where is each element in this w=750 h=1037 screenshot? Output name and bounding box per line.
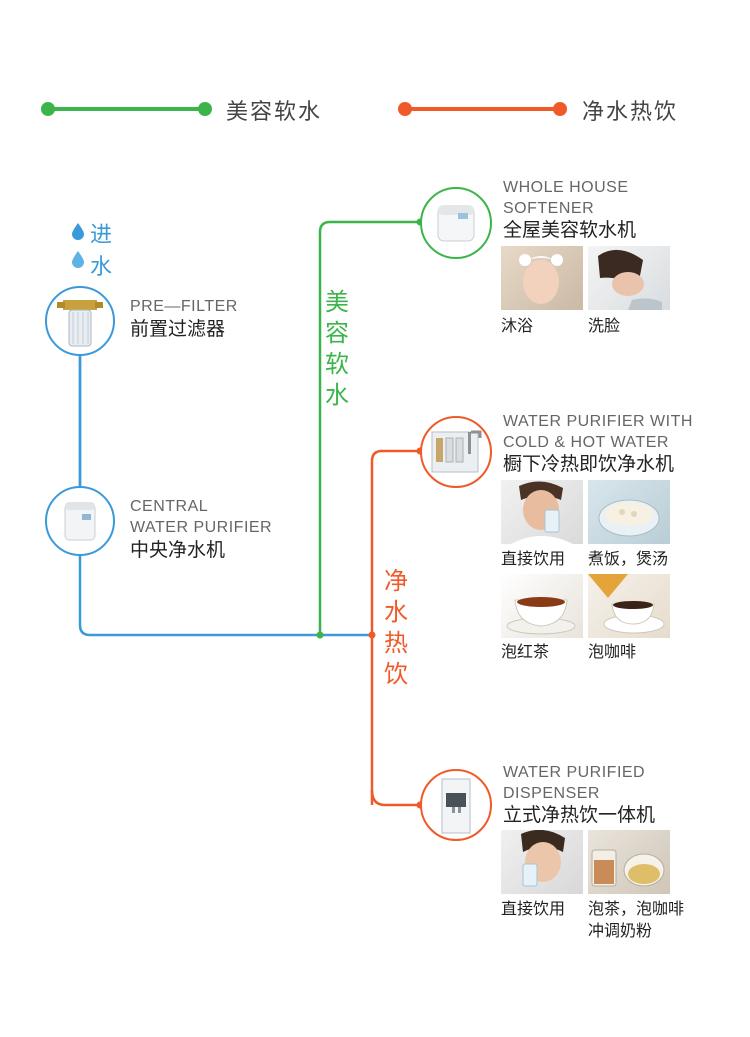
softener-name-cn: 全屋美容软水机 <box>503 218 636 242</box>
red-branch-line-lower <box>372 790 418 805</box>
inlet-label-1: 进 <box>86 221 116 251</box>
coffee-photo <box>588 574 670 638</box>
cold-hot-purifier-image <box>420 416 492 488</box>
cold-hot-use-1: 直接饮用 <box>501 548 565 569</box>
cold-hot-use-3: 泡红茶 <box>501 641 549 662</box>
wash-face-photo <box>588 246 670 310</box>
central-name-cn: 中央净水机 <box>130 538 225 562</box>
drinking-photo <box>501 480 583 544</box>
central-name-en-2: WATER PURIFIER <box>130 517 272 539</box>
cooking-photo <box>588 480 670 544</box>
water-drop-icon <box>71 250 85 264</box>
cold-hot-use-4: 泡咖啡 <box>588 641 636 662</box>
green-branch-char-2: 容 <box>322 318 352 348</box>
legend-red-dot-right <box>553 102 567 116</box>
green-branch-char-3: 软 <box>322 349 352 379</box>
legend-red-dot-left <box>398 102 412 116</box>
dispenser-name-cn: 立式净热饮一体机 <box>503 803 655 827</box>
softener-use-2: 洗脸 <box>588 315 620 336</box>
prefilter-image <box>45 286 115 356</box>
drinking-photo-2 <box>501 830 583 894</box>
inlet-label-2: 水 <box>86 253 116 283</box>
legend-green-dot-right <box>198 102 212 116</box>
red-branch-char-4: 饮 <box>381 659 411 689</box>
dispenser-use-1: 直接饮用 <box>501 898 565 919</box>
cold-hot-name-cn: 橱下冷热即饮净水机 <box>503 452 674 476</box>
legend-red-label: 净水热饮 <box>582 94 678 126</box>
cold-hot-use-2: 煮饭，煲汤 <box>588 548 668 569</box>
bath-photo <box>501 246 583 310</box>
dispenser-use-2: 泡茶，泡咖啡 <box>588 898 684 919</box>
tea-set-photo <box>588 830 670 894</box>
softener-name-en-1: WHOLE HOUSE <box>503 177 629 199</box>
legend-green-label: 美容软水 <box>226 94 322 126</box>
dispenser-name-en-1: WATER PURIFIED <box>503 762 645 784</box>
softener-name-en-2: SOFTENER <box>503 198 594 220</box>
green-branch-char-4: 水 <box>322 380 352 410</box>
softener-use-1: 沐浴 <box>501 315 533 336</box>
prefilter-name-cn: 前置过滤器 <box>130 317 225 341</box>
prefilter-name-en: PRE—FILTER <box>130 296 238 318</box>
red-branch-char-1: 净 <box>381 566 411 596</box>
cold-hot-name-en-1: WATER PURIFIER WITH <box>503 411 693 433</box>
dispenser-image <box>420 769 492 841</box>
softener-image <box>420 187 492 259</box>
central-name-en-1: CENTRAL <box>130 496 208 518</box>
water-drop-icon <box>71 222 85 236</box>
dispenser-use-3: 冲调奶粉 <box>588 920 652 941</box>
red-branch-char-3: 热 <box>381 628 411 658</box>
green-branch-char-1: 美 <box>322 287 352 317</box>
red-tea-photo <box>501 574 583 638</box>
dispenser-name-en-2: DISPENSER <box>503 783 600 805</box>
legend-green-dot-left <box>41 102 55 116</box>
central-purifier-image <box>45 486 115 556</box>
red-branch-char-2: 水 <box>381 597 411 627</box>
cold-hot-name-en-2: COLD & HOT WATER <box>503 432 669 454</box>
